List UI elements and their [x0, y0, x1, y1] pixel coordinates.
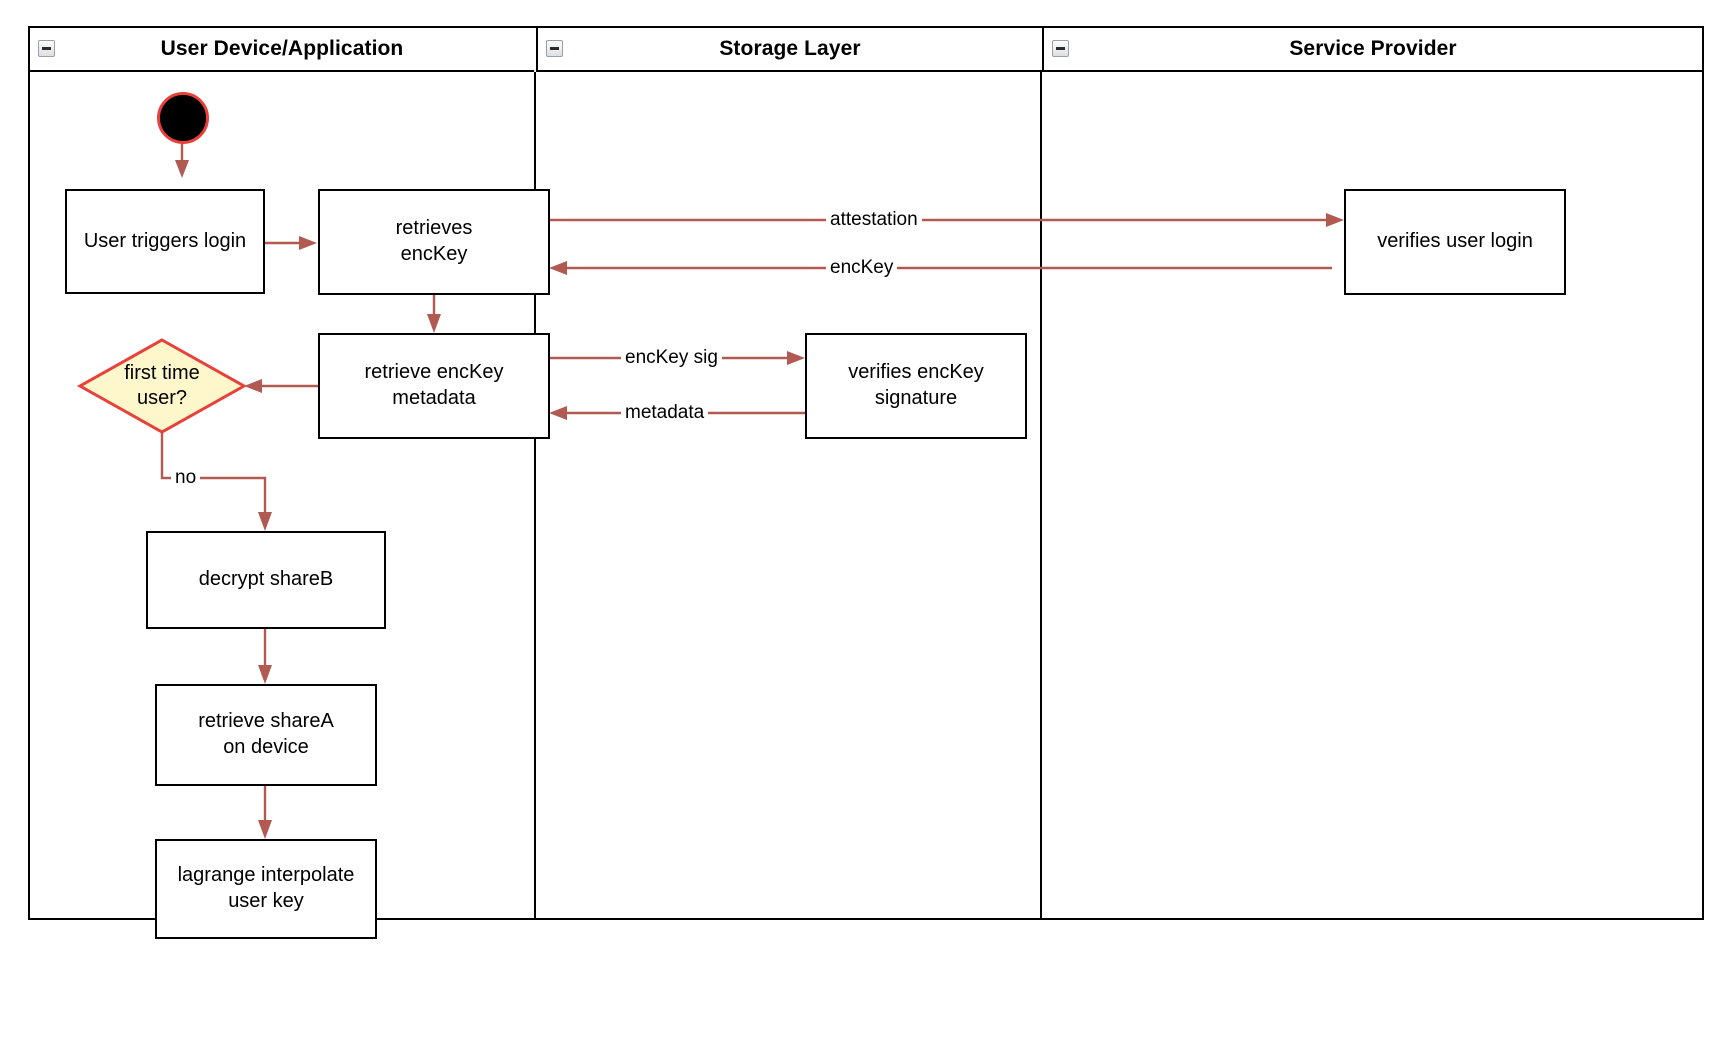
- lane-divider-2: [1040, 72, 1042, 918]
- edge-label-text: no: [175, 467, 197, 488]
- node-label: retrieve encKey metadata: [364, 361, 504, 409]
- edge-label-metadata: metadata: [621, 402, 709, 423]
- edge-label-attestation: attestation: [826, 210, 922, 229]
- node-user-triggers-login[interactable]: User triggers login: [65, 189, 265, 294]
- node-lagrange-interpolate-user-key[interactable]: lagrange interpolate user key: [155, 839, 377, 939]
- node-label: verifies user login: [1377, 230, 1533, 253]
- node-label: retrieve shareA on device: [198, 710, 334, 758]
- lane-title-storage-layer: Storage Layer: [719, 37, 861, 60]
- node-label: User triggers login: [83, 229, 247, 252]
- edge-label-text: encKey: [830, 257, 894, 278]
- edge-label-text: metadata: [625, 402, 705, 423]
- node-label: verifies encKey signature: [848, 361, 984, 409]
- minus-box-icon-service-provider[interactable]: [1052, 40, 1069, 57]
- node-retrieve-enckey-metadata[interactable]: retrieve encKey metadata: [318, 333, 550, 439]
- lane-header-user-device: User Device/Application: [30, 28, 534, 72]
- lane-header-service-provider: Service Provider: [1042, 28, 1702, 72]
- node-label: retrieves encKey: [395, 217, 473, 265]
- lane-header-storage-layer: Storage Layer: [536, 28, 1042, 72]
- edge-label-no: no: [171, 467, 201, 488]
- edge-label-enckey: encKey: [826, 257, 898, 278]
- node-label: lagrange interpolate user key: [177, 864, 355, 912]
- edge-label-text: encKey sig: [625, 347, 718, 368]
- edge-label-enckey-sig: encKey sig: [621, 348, 722, 367]
- node-first-time-user[interactable]: first time user?: [76, 338, 248, 434]
- minus-box-icon-user-device[interactable]: [38, 40, 55, 57]
- edge-label-text: attestation: [830, 209, 918, 230]
- node-decrypt-shareb[interactable]: decrypt shareB: [146, 531, 386, 629]
- node-retrieves-enckey[interactable]: retrieves encKey: [318, 189, 550, 295]
- lane-divider-1: [534, 72, 536, 918]
- lane-title-user-device: User Device/Application: [160, 37, 404, 60]
- node-verifies-user-login[interactable]: verifies user login: [1344, 189, 1566, 295]
- node-label: decrypt shareB: [198, 568, 334, 591]
- lane-title-service-provider: Service Provider: [1289, 37, 1457, 60]
- minus-box-icon-storage-layer[interactable]: [546, 40, 563, 57]
- start-node: [157, 92, 209, 144]
- node-verifies-enckey-signature[interactable]: verifies encKey signature: [805, 333, 1027, 439]
- node-retrieve-sharea-on-device[interactable]: retrieve shareA on device: [155, 684, 377, 786]
